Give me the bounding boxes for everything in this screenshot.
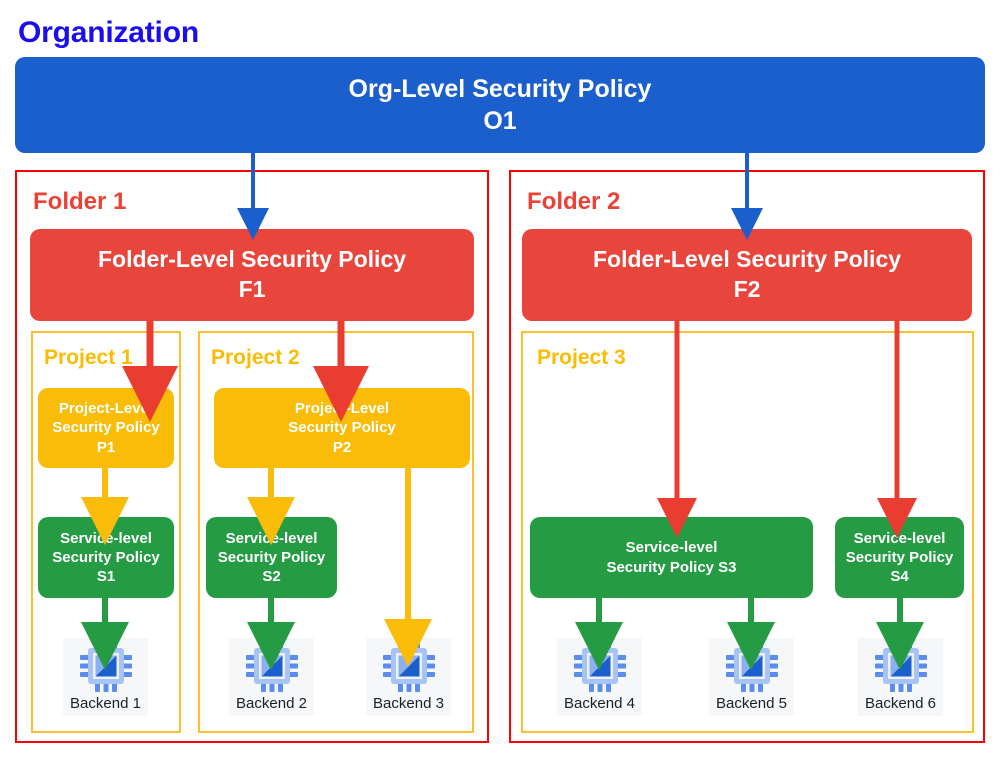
service-s2-line2: Security Policy	[217, 548, 326, 566]
folder-2-policy-line1: Folder-Level Security Policy	[592, 246, 902, 273]
backend-4-label: Backend 4	[564, 695, 635, 712]
chip-icon	[572, 638, 628, 694]
chip-icon	[78, 638, 134, 694]
chip-icon	[381, 638, 437, 694]
service-policy-s1-box: Service-level Security Policy S1	[38, 517, 174, 598]
folder-1-label: Folder 1	[33, 188, 127, 215]
org-policy-line1: Org-Level Security Policy	[348, 75, 652, 103]
folder-1-policy-line1: Folder-Level Security Policy	[97, 246, 407, 273]
service-policy-s4-box: Service-level Security Policy S4	[835, 517, 964, 598]
organization-title: Organization	[18, 16, 199, 49]
project-3-container	[521, 331, 974, 733]
backend-6-label: Backend 6	[865, 695, 936, 712]
backend-5-label: Backend 5	[716, 695, 787, 712]
backend-2: Backend 2	[229, 638, 314, 716]
chip-icon	[873, 638, 929, 694]
project-2-label: Project 2	[211, 346, 300, 369]
service-s1-line3: S1	[96, 568, 116, 586]
backend-3: Backend 3	[366, 638, 451, 716]
backend-1: Backend 1	[63, 638, 148, 716]
backend-6: Backend 6	[858, 638, 943, 716]
org-policy-line2: O1	[483, 107, 517, 135]
service-s2-line3: S2	[262, 568, 281, 586]
chip-icon	[244, 638, 300, 694]
service-s2-line1: Service-level	[225, 529, 318, 547]
chip-icon	[724, 638, 780, 694]
backend-2-label: Backend 2	[236, 695, 307, 712]
project-2-policy-line3: P2	[332, 438, 352, 456]
backend-1-label: Backend 1	[70, 695, 141, 712]
service-policy-s3-box: Service-level Security Policy S3	[530, 517, 813, 598]
service-s1-line1: Service-level	[60, 529, 152, 547]
project-2-security-policy-box: Project-Level Security Policy P2	[214, 388, 470, 468]
service-s4-line1: Service-level	[853, 529, 946, 547]
project-1-policy-line3: P1	[96, 438, 116, 456]
backend-5: Backend 5	[709, 638, 794, 716]
project-3-label: Project 3	[537, 346, 626, 369]
project-1-policy-line1: Project-Level	[58, 400, 154, 418]
folder-2-security-policy-box: Folder-Level Security Policy F2	[522, 229, 972, 321]
folder-2-policy-line2: F2	[733, 276, 761, 302]
service-policy-s2-box: Service-level Security Policy S2	[206, 517, 337, 598]
service-s3-line2: Security Policy S3	[606, 558, 737, 576]
service-s4-line2: Security Policy	[845, 548, 954, 566]
project-1-label: Project 1	[44, 346, 133, 369]
project-1-security-policy-box: Project-Level Security Policy P1	[38, 388, 174, 468]
folder-2-label: Folder 2	[527, 188, 621, 215]
folder-1-policy-line2: F1	[238, 276, 266, 302]
project-1-container	[31, 331, 181, 733]
project-2-policy-line1: Project-Level	[294, 400, 390, 418]
service-s1-line2: Security Policy	[52, 548, 160, 566]
folder-1-security-policy-box: Folder-Level Security Policy F1	[30, 229, 474, 321]
backend-4: Backend 4	[557, 638, 642, 716]
project-2-policy-line2: Security Policy	[288, 419, 396, 437]
project-2-container	[198, 331, 474, 733]
project-1-policy-line2: Security Policy	[52, 419, 160, 437]
service-s4-line3: S4	[890, 568, 909, 586]
service-s3-line1: Service-level	[625, 539, 718, 557]
org-level-security-policy-box: Org-Level Security Policy O1	[15, 57, 985, 153]
backend-3-label: Backend 3	[373, 695, 444, 712]
